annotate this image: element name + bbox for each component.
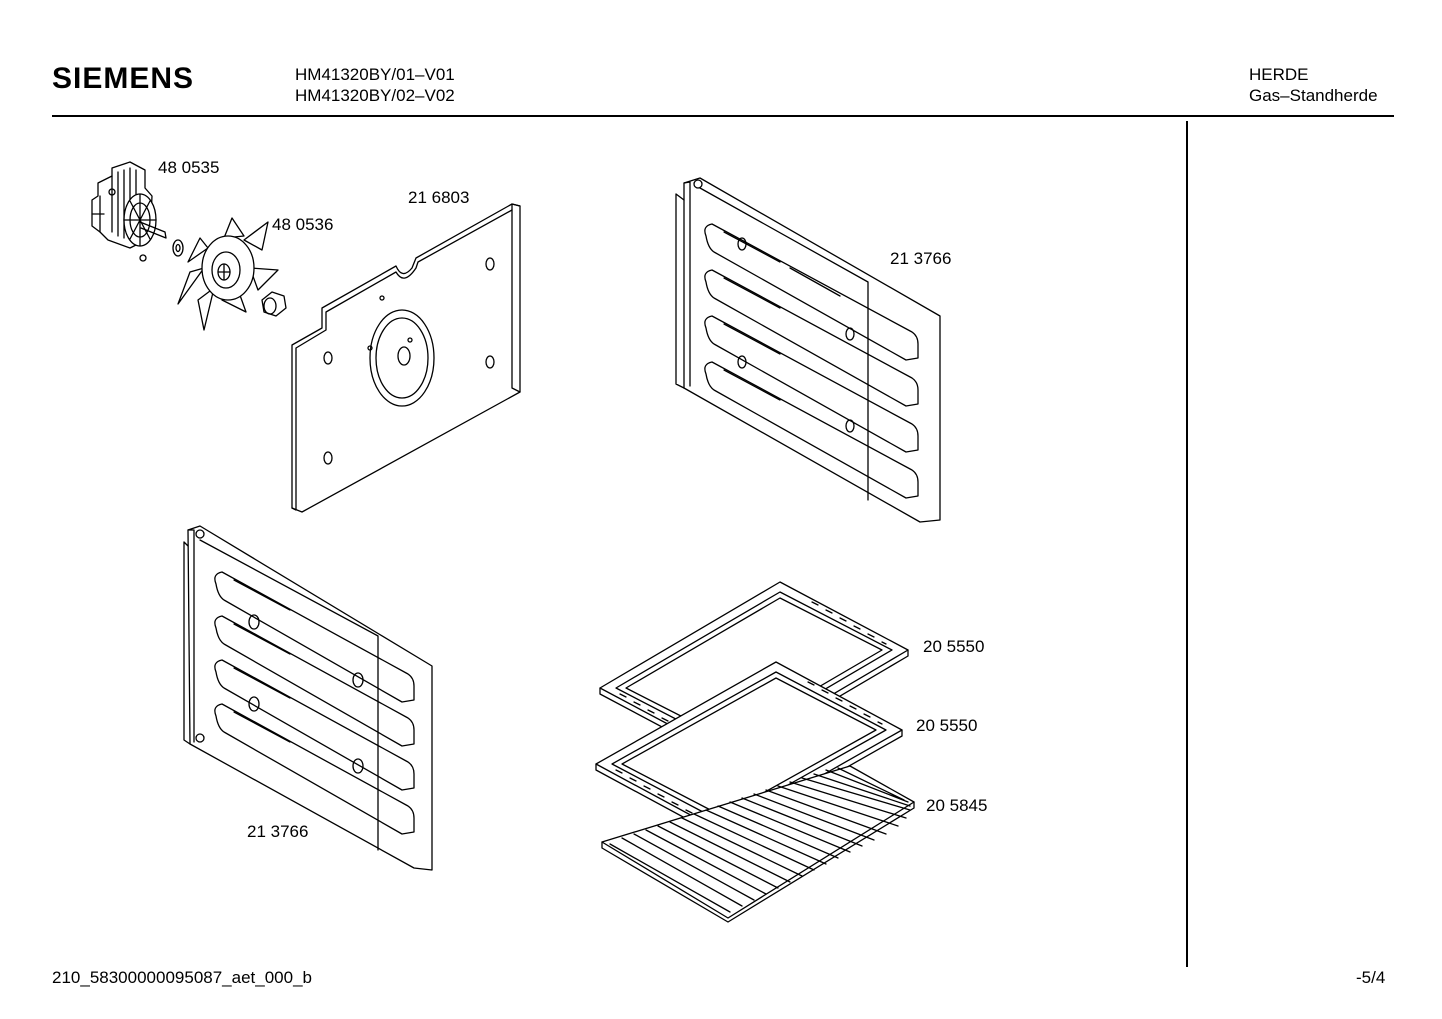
- fan-wheel: [178, 218, 278, 330]
- part-number-tray-2: 20 5550: [916, 716, 978, 735]
- side-rail-left: [184, 526, 432, 870]
- page-number: -5/4: [1356, 968, 1386, 987]
- grid-shelf: [602, 766, 914, 922]
- category-main: HERDE: [1249, 65, 1309, 84]
- part-number-tray-1: 20 5550: [923, 637, 985, 656]
- part-number-grid: 20 5845: [926, 796, 988, 815]
- back-plate: [292, 204, 520, 512]
- part-number-motor: 48 0535: [158, 158, 220, 177]
- appliance-category: HERDE Gas–Standherde: [1249, 64, 1378, 106]
- part-number-back-plate: 21 6803: [408, 188, 470, 207]
- model-number-1: HM41320BY/01–V01: [295, 65, 455, 84]
- model-numbers: HM41320BY/01–V01 HM41320BY/02–V02: [295, 64, 455, 106]
- part-number-rail-right: 21 3766: [890, 249, 952, 268]
- side-rail-right: [676, 178, 940, 522]
- washer: [173, 240, 183, 256]
- header-divider: [52, 115, 1394, 117]
- part-number-rail-left: 21 3766: [247, 822, 309, 841]
- category-sub: Gas–Standherde: [1249, 86, 1378, 105]
- brand-logo: SIEMENS: [52, 62, 195, 95]
- side-divider: [1186, 121, 1188, 967]
- fan-nut: [262, 292, 286, 316]
- drawing-code: 210_58300000095087_aet_000_b: [52, 968, 312, 987]
- part-number-fan: 48 0536: [272, 215, 334, 234]
- model-number-2: HM41320BY/02–V02: [295, 86, 455, 105]
- fan-motor: [92, 162, 166, 261]
